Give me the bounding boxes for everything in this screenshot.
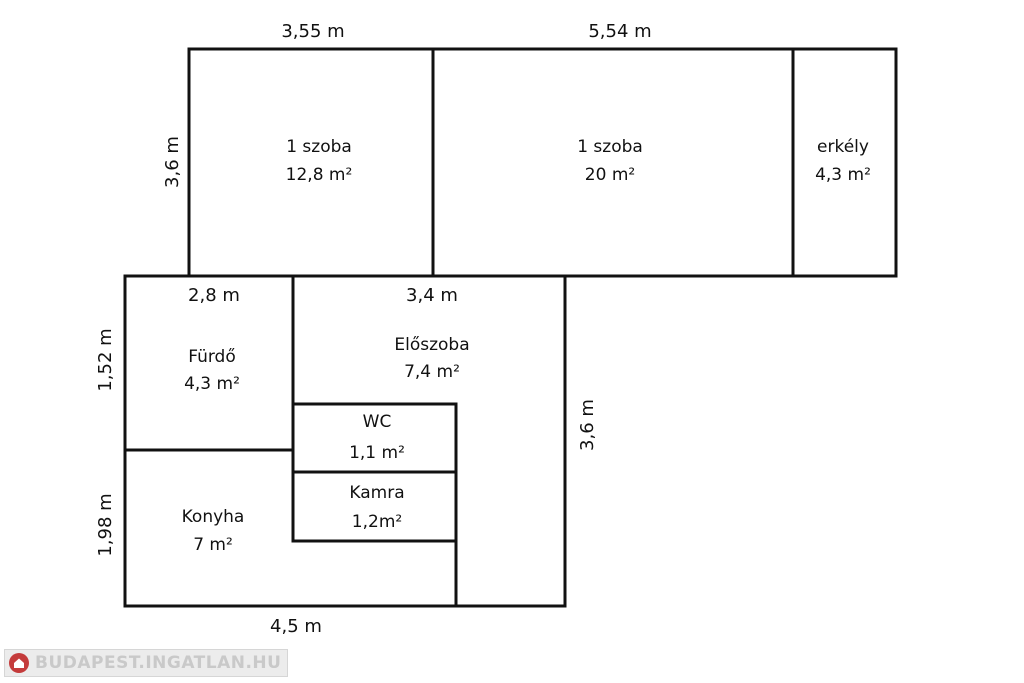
room-name-furdo: Fürdő xyxy=(188,347,236,367)
dim-top-right-width: 5,54 m xyxy=(588,21,651,42)
room-area-kamra: 1,2m² xyxy=(352,512,402,532)
dim-top-left-width: 3,55 m xyxy=(281,21,344,42)
room-name-szoba2: 1 szoba xyxy=(577,137,643,157)
room-area-eloszoba: 7,4 m² xyxy=(404,362,460,382)
room-area-szoba2: 20 m² xyxy=(585,165,635,185)
room-name-kamra: Kamra xyxy=(349,483,404,503)
room-name-wc: WC xyxy=(363,412,392,432)
dim-bottom-width: 4,5 m xyxy=(270,616,322,637)
dim-top-height: 3,6 m xyxy=(162,136,183,188)
room-name-eloszoba: Előszoba xyxy=(394,335,469,355)
room-area-erkely: 4,3 m² xyxy=(815,165,871,185)
dim-right-height: 3,6 m xyxy=(577,399,598,451)
lower-block-outline xyxy=(123,274,567,608)
room-area-wc: 1,1 m² xyxy=(349,443,405,463)
room-area-konyha: 7 m² xyxy=(193,535,233,555)
room-name-szoba1: 1 szoba xyxy=(286,137,352,157)
watermark-text: BUDAPEST.INGATLAN.HU xyxy=(35,653,282,673)
dim-furdo-width: 2,8 m xyxy=(188,285,240,306)
upper-block-outline xyxy=(187,47,898,278)
dim-konyha-height: 1,98 m xyxy=(95,493,116,556)
room-area-furdo: 4,3 m² xyxy=(184,374,240,394)
dim-eloszoba-width: 3,4 m xyxy=(406,285,458,306)
room-name-konyha: Konyha xyxy=(182,507,245,527)
house-logo-icon xyxy=(9,653,29,673)
dim-furdo-height: 1,52 m xyxy=(95,328,116,391)
room-name-erkely: erkély xyxy=(817,137,869,157)
room-area-szoba1: 12,8 m² xyxy=(286,165,353,185)
watermark: BUDAPEST.INGATLAN.HU xyxy=(4,649,288,677)
